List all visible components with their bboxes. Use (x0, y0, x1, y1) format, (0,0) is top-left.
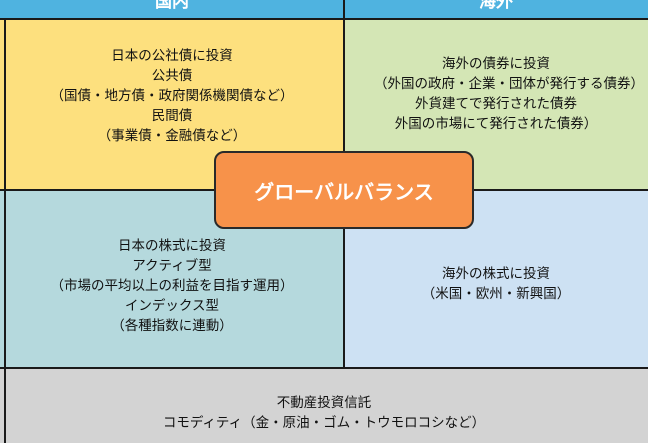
cell-line: 日本の公社債に投資 (111, 48, 233, 64)
divider (0, 367, 648, 369)
divider (0, 18, 648, 20)
cell-line: （外国の政府・企業・団体が発行する債券） (374, 76, 644, 92)
center-label-box: グローバルバランス (214, 151, 474, 229)
cell-line: （各種指数に連動） (111, 318, 233, 334)
divider (4, 18, 6, 443)
cell-line: 公共債 (151, 68, 193, 84)
cell-line: アクティブ型 (132, 258, 212, 274)
cell-line: （米国・欧州・新興国） (421, 286, 571, 302)
cell-line: 外貨建てで発行された債券 (415, 96, 577, 112)
center-label: グローバルバランス (254, 179, 434, 204)
header-overseas-label: 海外 (479, 0, 513, 12)
cell-line: 海外の債券に投資 (442, 56, 550, 72)
header-domestic: 国内 (0, 0, 344, 18)
cell-line: コモディティ（金・原油・ゴム・トウモロコシなど） (162, 415, 486, 431)
cell-line: インデックス型 (124, 298, 220, 314)
cell-line: 不動産投資信託 (276, 395, 372, 411)
cell-line: 民間債 (151, 108, 193, 124)
header-overseas: 海外 (344, 0, 648, 18)
cell-line: （国債・地方債・政府関係機関債など） (50, 88, 294, 104)
cell-line: （事業債・金融債など） (97, 128, 247, 144)
cell-line: 外国の市場にて発行された債券） (394, 116, 598, 132)
cell-line: （市場の平均以上の利益を目指す運用） (50, 278, 294, 294)
cell-line: 日本の株式に投資 (118, 238, 226, 254)
cell-domestic-bonds: 日本の公社債に投資 公共債 （国債・地方債・政府関係機関債など） 民間債 （事業… (0, 18, 344, 190)
cell-other-assets: 不動産投資信託 コモディティ（金・原油・ゴム・トウモロコシなど） (0, 368, 648, 443)
cell-line: 海外の株式に投資 (442, 266, 550, 282)
header-domestic-label: 国内 (155, 0, 189, 12)
